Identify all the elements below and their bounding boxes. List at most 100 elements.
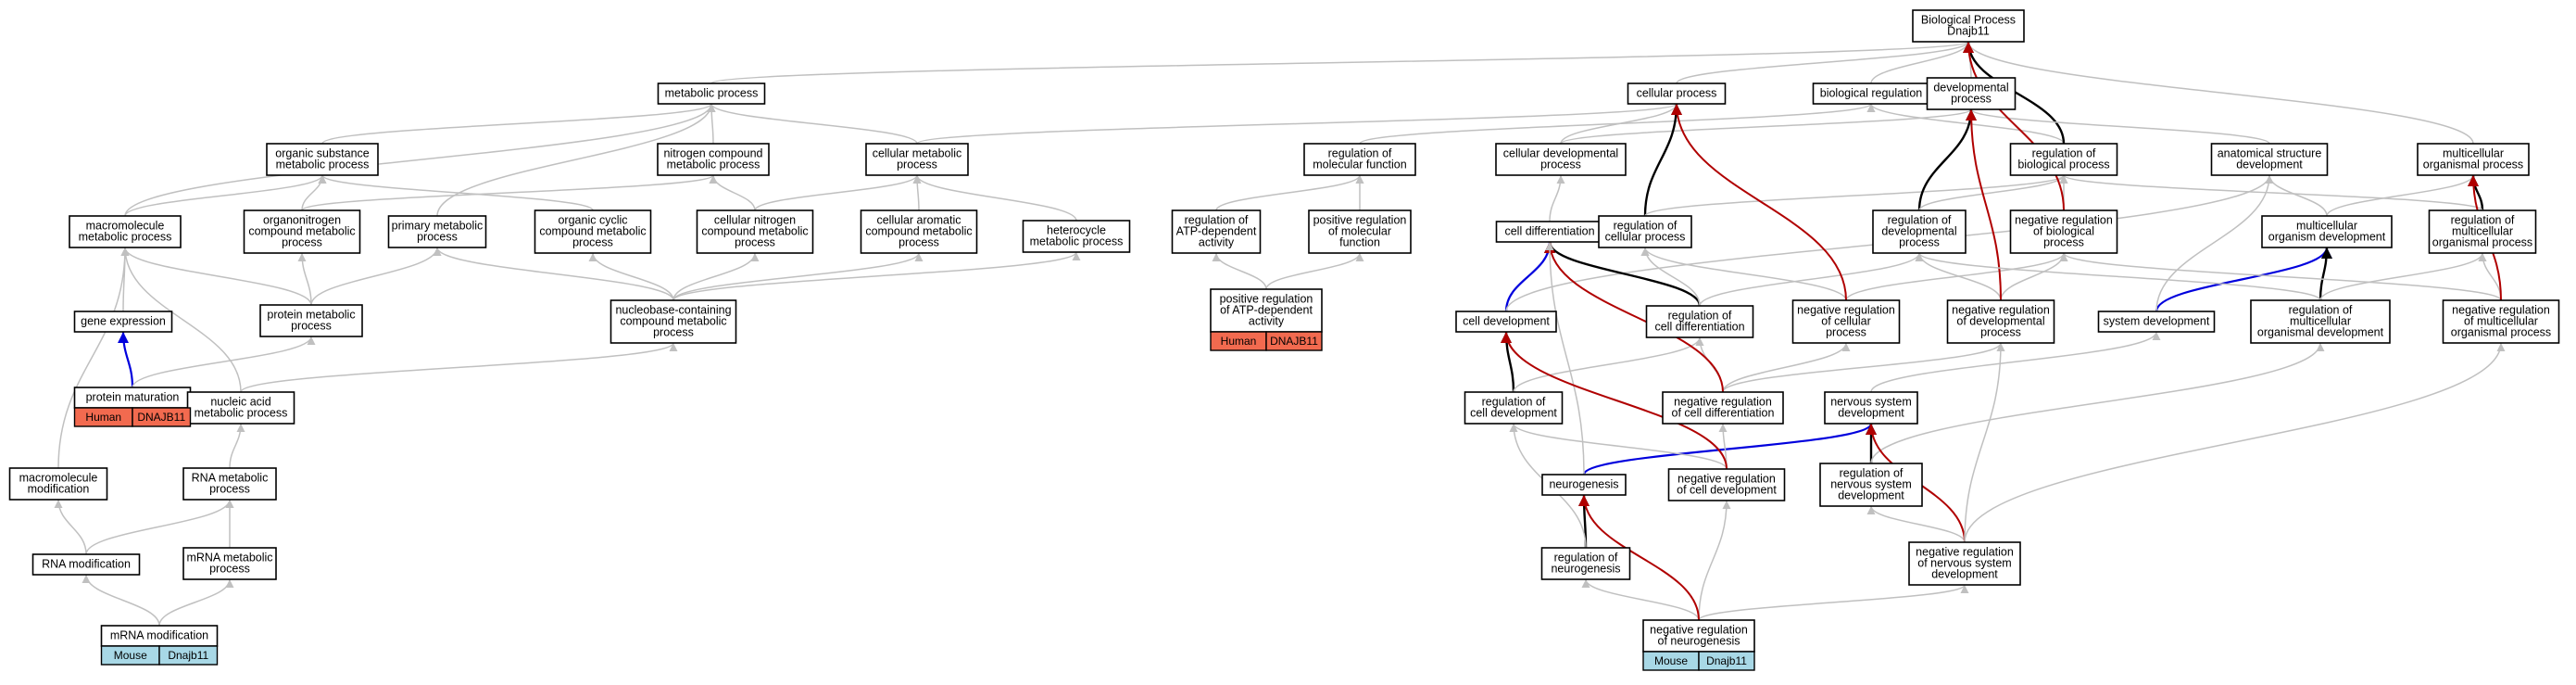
go-term-node-neurogenesis[interactable]: neurogenesis bbox=[1541, 474, 1627, 496]
node-box bbox=[1598, 215, 1692, 248]
edge-is-a bbox=[1870, 331, 2161, 393]
node-label-line: regulation of bbox=[1614, 219, 1678, 232]
node-label-line: biological regulation bbox=[1820, 86, 1923, 99]
node-label-line: process bbox=[209, 482, 250, 495]
go-term-node-cellular-process[interactable]: cellular process bbox=[1627, 82, 1727, 105]
edge-negatively-regulates bbox=[1501, 331, 1728, 470]
gene-label: DNAJB11 bbox=[1270, 335, 1318, 348]
edge-is-a bbox=[1915, 252, 2002, 301]
edge-is-a bbox=[912, 174, 1077, 222]
edge-is-a bbox=[1967, 108, 2270, 145]
go-term-node-mrna-modification[interactable]: mRNA modification bbox=[100, 625, 219, 647]
node-label-line: modification bbox=[28, 482, 90, 495]
go-term-node-metabolic[interactable]: metabolic process bbox=[657, 82, 766, 105]
node-box bbox=[186, 391, 295, 425]
node-label-line: cellular nitrogen bbox=[714, 213, 796, 226]
node-box bbox=[609, 299, 737, 344]
edge-is-a bbox=[1509, 423, 1728, 470]
node-box bbox=[1642, 619, 1755, 653]
go-term-node-gene-expression[interactable]: gene expression bbox=[73, 311, 173, 333]
node-label-line: nervous system bbox=[1830, 395, 1912, 408]
edge-is-a bbox=[1722, 342, 1851, 393]
go-term-node-cell-differentiation[interactable]: cell differentiation bbox=[1495, 221, 1604, 243]
node-box bbox=[1667, 468, 1786, 501]
gene-cell bbox=[1698, 651, 1755, 671]
edge-is-a bbox=[1265, 252, 1364, 290]
node-label-line: negative regulation bbox=[1916, 545, 2014, 558]
node-label-line: regulation of bbox=[1328, 146, 1392, 159]
node-label-line: organismal development bbox=[2257, 325, 2384, 338]
node-label-line: cell development bbox=[1470, 406, 1557, 419]
node-label-line: macromolecule bbox=[86, 219, 165, 232]
node-label-line: of neurogenesis bbox=[1658, 634, 1740, 647]
go-term-node-protein-maturation[interactable]: protein maturation bbox=[73, 387, 192, 409]
edge-is-a bbox=[120, 247, 242, 393]
node-label-line: neurogenesis bbox=[1551, 562, 1620, 575]
node-label-line: organic substance bbox=[275, 146, 370, 159]
node-label-line: compound metabolic bbox=[865, 224, 972, 237]
node-label-line: regulation of bbox=[1482, 395, 1546, 408]
edge-part-of bbox=[118, 331, 134, 388]
node-label-line: cell differentiation bbox=[1654, 320, 1744, 333]
node-label-line: negative regulation bbox=[1797, 303, 1895, 316]
edge-is-a bbox=[158, 578, 234, 627]
go-term-node-rna-modification[interactable]: RNA modification bbox=[31, 553, 141, 576]
go-term-node-cell-development[interactable]: cell development bbox=[1455, 311, 1557, 333]
go-term-node-biological-regulation[interactable]: biological regulation bbox=[1812, 82, 1930, 105]
edge-regulates bbox=[2318, 247, 2332, 301]
edge-is-a bbox=[132, 336, 316, 388]
go-term-node-system-development[interactable]: system development bbox=[2097, 311, 2216, 333]
edge-is-a bbox=[2059, 174, 2483, 211]
edge-part-of bbox=[1582, 423, 1877, 476]
node-label-line: nucleic acid bbox=[210, 395, 270, 408]
node-label-line: regulation of bbox=[1840, 466, 1904, 479]
node-box bbox=[2428, 209, 2537, 254]
